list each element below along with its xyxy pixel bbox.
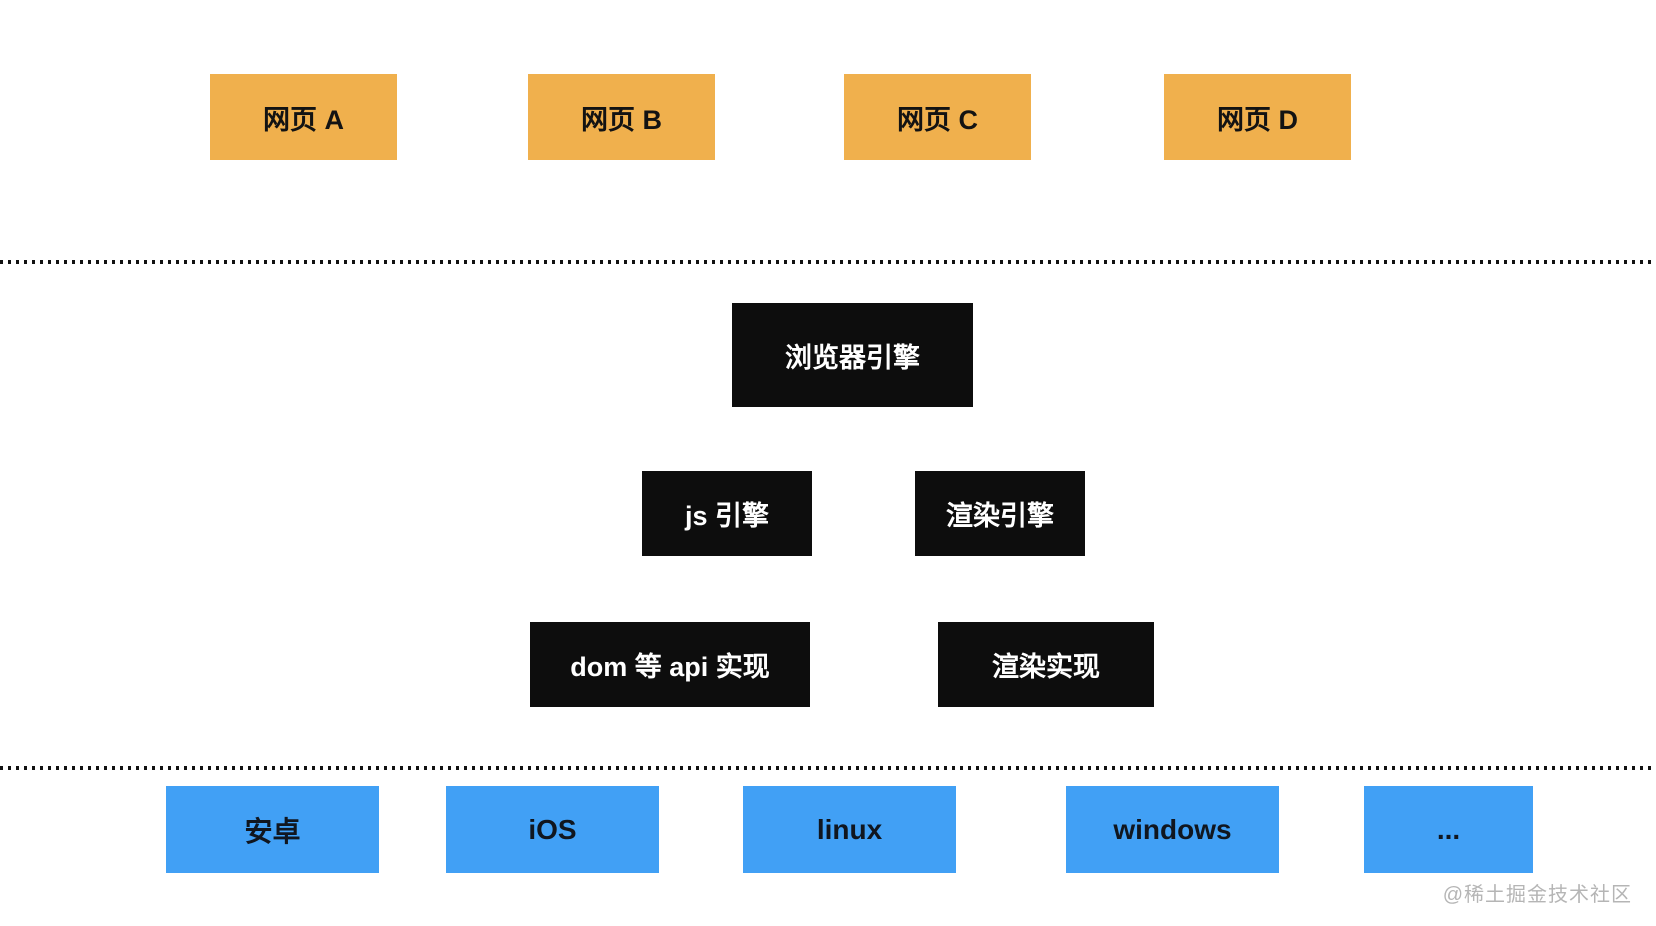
- browser-engine-box: 浏览器引擎: [732, 303, 973, 407]
- watermark: @稀土掘金技术社区: [1442, 884, 1632, 906]
- platform-linux-box: linux: [743, 786, 956, 873]
- render-engine-box: 渲染引擎: [915, 471, 1085, 556]
- webpage-d-box: 网页 D: [1164, 74, 1351, 160]
- webpage-a-box: 网页 A: [210, 74, 397, 160]
- platform-more-box: ...: [1364, 786, 1533, 873]
- dom-api-implementation-box: dom 等 api 实现: [530, 622, 810, 707]
- webpage-b-box: 网页 B: [528, 74, 715, 160]
- platform-ios-box: iOS: [446, 786, 659, 873]
- platform-android-box: 安卓: [166, 786, 379, 873]
- dotted-separator-top: [0, 260, 1656, 264]
- webpage-c-box: 网页 C: [844, 74, 1031, 160]
- render-implementation-box: 渲染实现: [938, 622, 1154, 707]
- platform-windows-box: windows: [1066, 786, 1279, 873]
- js-engine-box: js 引擎: [642, 471, 812, 556]
- dotted-separator-bottom: [0, 766, 1656, 770]
